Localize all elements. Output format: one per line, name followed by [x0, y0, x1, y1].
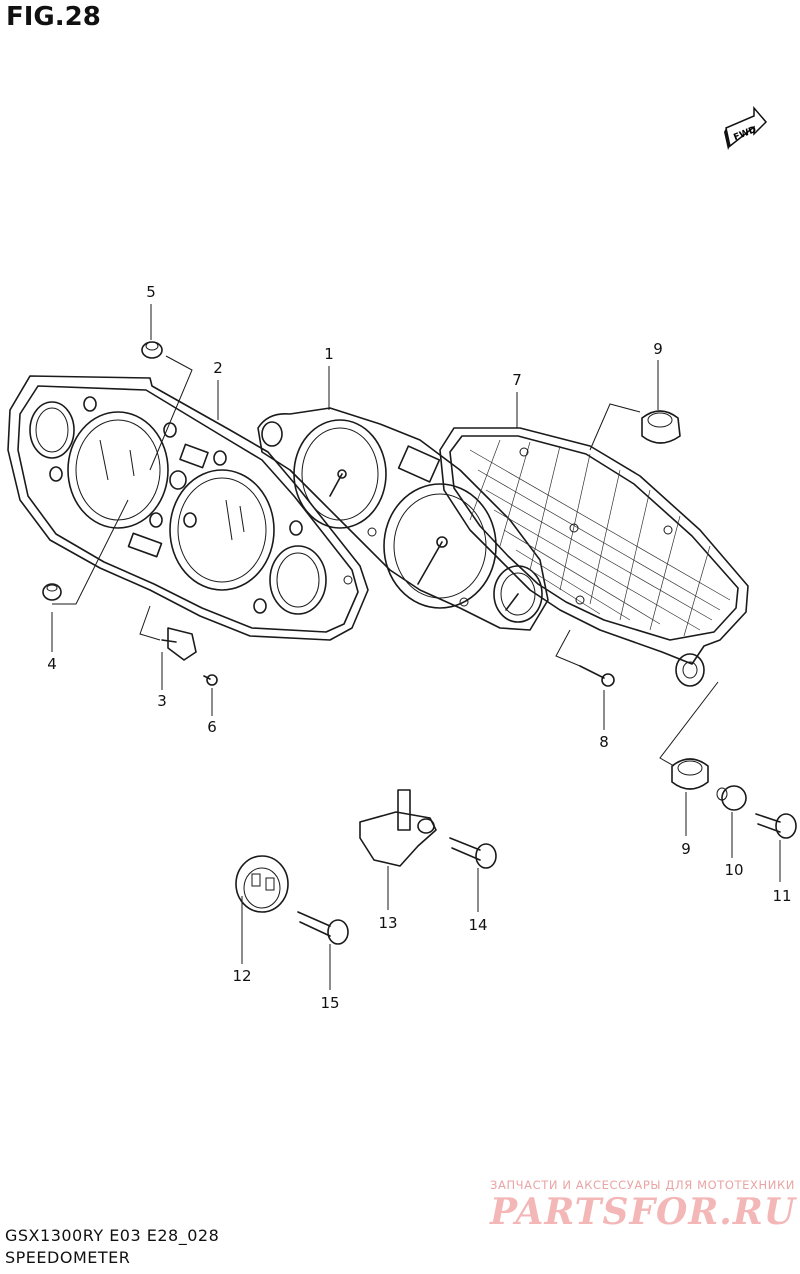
meter-assembly-part	[257, 407, 549, 631]
callout-13: 13	[378, 914, 398, 932]
meter-cover-part	[7, 375, 369, 641]
fwd-arrow-icon: FWD	[724, 105, 768, 150]
callout-15: 15	[320, 994, 340, 1012]
callout-5: 5	[146, 283, 156, 301]
bolt-part-11	[755, 813, 797, 839]
callout-8: 8	[599, 733, 609, 751]
grid-ribs	[469, 439, 731, 637]
cushion-part-5	[141, 341, 163, 359]
bolt-part-14	[449, 837, 497, 869]
watermark-logo: PARTSFOR.RU	[490, 1191, 797, 1233]
section-title: SPEEDOMETER	[5, 1248, 131, 1267]
callout-9-bottom: 9	[681, 840, 691, 858]
bolt-part-15	[297, 911, 349, 945]
callout-4: 4	[47, 655, 57, 673]
bracket-part-3	[161, 627, 197, 661]
callout-2: 2	[213, 359, 223, 377]
callout-7: 7	[512, 371, 522, 389]
callout-11: 11	[772, 887, 792, 905]
collar-part-10	[716, 785, 747, 811]
callout-1: 1	[324, 345, 334, 363]
callout-3: 3	[157, 692, 167, 710]
callout-9-top: 9	[653, 340, 663, 358]
callout-6: 6	[207, 718, 217, 736]
cushion-part-9-bottom	[671, 758, 709, 790]
callout-12: 12	[232, 967, 252, 985]
screw-part-6	[203, 674, 218, 686]
sensor-part-13	[359, 789, 437, 867]
watermark-caption: ЗАПЧАСТИ И АКСЕССУАРЫ ДЛЯ МОТОТЕХНИКИ	[490, 1178, 795, 1192]
meter-lower-case-part	[439, 427, 749, 687]
cushion-part-4	[42, 583, 62, 601]
socket-part-12	[235, 855, 289, 913]
callout-10: 10	[724, 861, 744, 879]
leader-lines	[51, 304, 781, 990]
callout-14: 14	[468, 916, 488, 934]
model-code: GSX1300RY E03 E28_028	[5, 1226, 220, 1245]
figure-title: FIG.28	[6, 2, 101, 32]
screw-part-8	[579, 665, 615, 687]
cushion-part-9-top	[641, 410, 681, 444]
